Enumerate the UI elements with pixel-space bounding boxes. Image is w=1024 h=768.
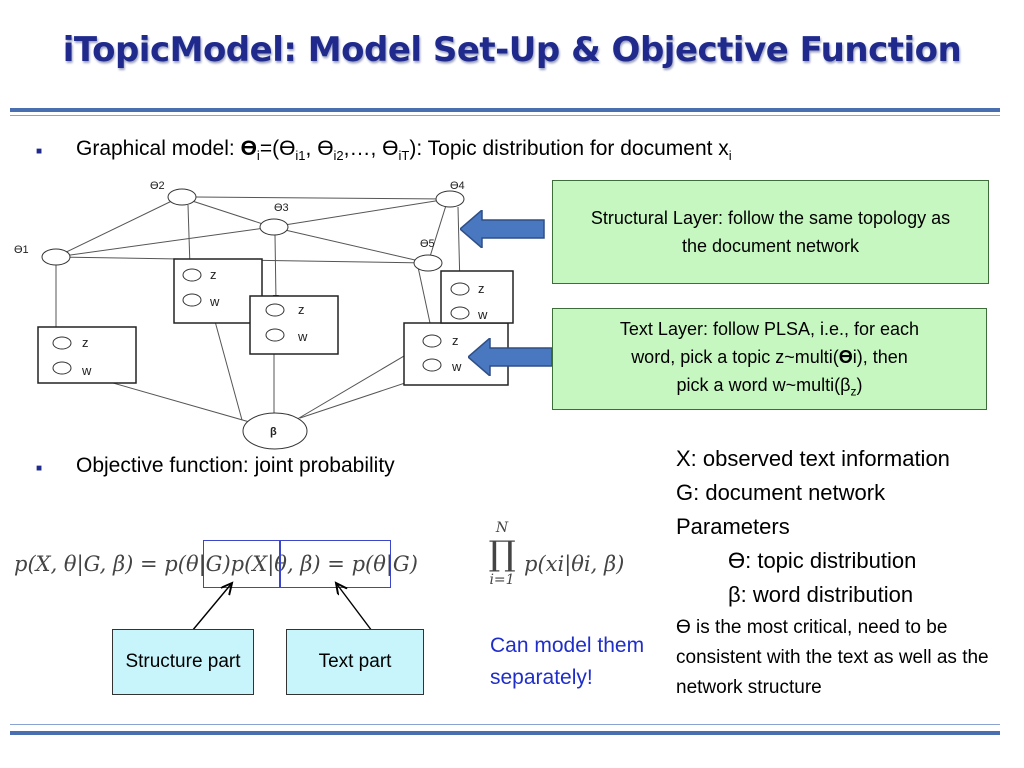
theta1-node [41,248,71,266]
def-critical: ϴ is the most critical, need to be consi… [676,617,989,698]
text-part-box: Text part [286,629,424,695]
def-g: G: document network [676,480,886,505]
svg-text:w: w [297,329,308,344]
part-arrows [191,575,373,632]
def-theta: ϴ: topic distribution [728,548,917,573]
def-x: X: observed text information [676,446,950,471]
arrow-structural [460,210,545,248]
bullet-marker: ■ [36,463,43,474]
structure-highlight [203,540,281,588]
svg-text:z: z [452,333,459,348]
svg-text:w: w [209,294,220,309]
svg-text:ϴ3: ϴ3 [274,202,289,214]
svg-text:ϴ1: ϴ1 [14,244,29,256]
svg-text:ϴ2: ϴ2 [150,180,165,192]
title-rule [10,108,1000,112]
svg-text:z: z [210,267,217,282]
title-rule-thin [10,115,1000,116]
footer-rule [10,731,1000,735]
w-label: w [81,363,92,378]
product-operator: N ∏ i=1 [488,520,516,588]
bullet-marker: ■ [36,146,43,157]
structural-layer-box: Structural Layer: follow the same topolo… [552,180,989,284]
theta4-node [435,190,465,208]
theta5-node [413,254,443,272]
z-label: z [82,335,89,350]
svg-text:z: z [478,281,485,296]
structural-layer-text: Structural Layer: follow the same topolo… [590,208,951,256]
text-part-label: Text part [318,651,392,672]
svg-text:w: w [451,359,462,374]
page-title: iTopicModel: Model Set-Up & Objective Fu… [62,30,962,70]
bullet-objective: Objective function: joint probability [76,454,395,477]
svg-text:β: β [270,426,277,438]
structure-part-box: Structure part [112,629,254,695]
theta2-node [167,188,197,206]
objective-formula: p(X, θ|G, β) = p(θ|G)p(X|θ, β) = p(θ|G) [14,552,418,576]
definitions-list: X: observed text information G: document… [676,442,950,612]
formula-tail: p(xi|θi, β) [524,552,625,576]
footer-rule-thin [10,724,1000,725]
def-beta: β: word distribution [728,582,914,607]
separate-model-note: Can model them separately! [490,634,645,689]
beta-node [242,412,308,450]
text-layer-box: Text Layer: follow PLSA, i.e., for each … [552,308,987,410]
svg-text:ϴ4: ϴ4 [450,180,465,192]
structure-part-label: Structure part [125,651,241,672]
svg-text:z: z [298,302,305,317]
theta3-node [259,218,289,236]
svg-text:ϴ5: ϴ5 [420,238,435,250]
arrow-text-layer [468,338,553,376]
bullet-graphical-model: Graphical model: ϴi=(ϴi1, ϴi2,…, ϴiT): T… [76,137,732,164]
svg-text:w: w [477,307,488,322]
def-params: Parameters [676,514,790,539]
